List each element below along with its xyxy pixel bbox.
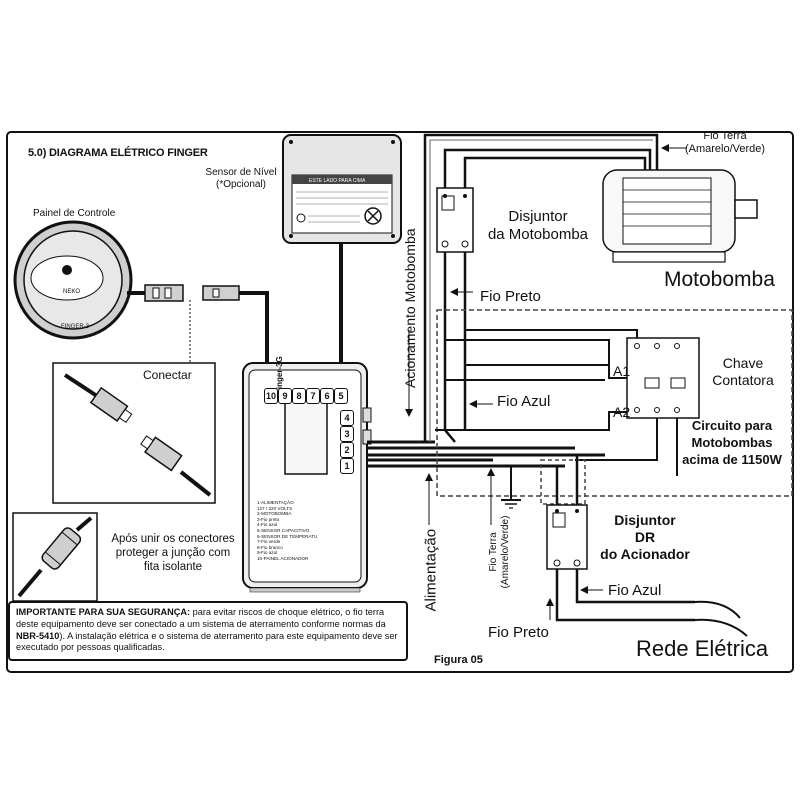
controller-key-5: 5 xyxy=(334,388,348,404)
contactor-circuit-dashed xyxy=(436,309,793,497)
label-motor: Motobomba xyxy=(664,268,775,291)
page-border xyxy=(6,131,794,673)
controller-key-10: 10 xyxy=(264,388,278,404)
controller-key-8: 8 xyxy=(292,388,306,404)
label-ground-top: Fio Terra (Amarelo/Verde) xyxy=(680,130,770,156)
label-dr-breaker: Disjuntor DR do Acionador xyxy=(590,512,700,563)
label-after-join-1: Após unir os conectores xyxy=(111,533,235,545)
label-contactor: Chave Contatora xyxy=(703,355,783,389)
label-after-join-2: proteger a junção com xyxy=(115,547,231,559)
level-sensor-box: ESTE LADO PARA CIMA xyxy=(282,134,402,244)
label-ground-bottom-2: (Amarelo/Verde) xyxy=(500,515,511,589)
controller-info-line: 8-Fio branco xyxy=(257,544,283,550)
controller-device xyxy=(242,362,372,593)
label-contactor-2: Contatora xyxy=(712,372,774,388)
label-after-join: Após unir os conectores proteger a junçã… xyxy=(98,532,248,574)
label-ground-bottom-1: Fio Terra xyxy=(488,532,499,572)
label-pump-breaker: Disjuntor da Motobomba xyxy=(478,208,598,244)
warning-title: IMPORTANTE PARA SUA SEGURANÇA: xyxy=(16,607,191,617)
controller-info-line: 4-Fio azul xyxy=(257,522,278,528)
label-dr-breaker-1: Disjuntor xyxy=(614,512,676,528)
label-circuit: Circuito para Motobombas acima de 1150W xyxy=(672,417,792,468)
label-pump-breaker-1: Disjuntor xyxy=(508,208,568,225)
label-a1: A1 xyxy=(613,363,631,379)
warning-text-1: para evitar riscos de choque elétrico, o… xyxy=(16,607,386,629)
label-connect: Conectar xyxy=(143,368,192,382)
label-ground-top-2: (Amarelo/Verde) xyxy=(684,143,766,155)
controller-info-line: 6-SENSOR DE TEMPERATURA xyxy=(257,533,317,539)
label-dr-breaker-2: DR xyxy=(634,529,656,545)
pump-wires xyxy=(423,133,659,443)
label-ground-bottom: Fio Terra (Amarelo/Verde) xyxy=(488,497,512,607)
controller-info-line: 5-SENSOR CAPACITIVO xyxy=(257,527,310,533)
controller-key-2: 2 xyxy=(340,442,354,458)
label-black-wire-top: Fio Preto xyxy=(480,288,541,305)
controller-info-line: 2-MOTOBOMBA xyxy=(257,511,292,517)
label-ground-top-1: Fio Terra xyxy=(703,130,747,142)
label-blue-wire-bottom: Fio Azul xyxy=(608,582,662,599)
label-pump-activation: Acionamento Motobomba xyxy=(402,228,418,388)
label-control-panel: Painel de Controle xyxy=(33,208,116,219)
isolation-detail-box xyxy=(12,512,98,602)
controller-key-4: 4 xyxy=(340,410,354,426)
label-black-wire-bottom: Fio Preto xyxy=(488,624,549,641)
panel-logo: NEKO xyxy=(63,289,80,295)
label-level-sensor-1: Sensor de Nível xyxy=(205,167,277,178)
controller-key-1: 1 xyxy=(340,458,354,474)
contactor-wires xyxy=(435,329,678,476)
figure-label: Figura 05 xyxy=(434,654,483,666)
controller-info-line: 1-ALIMENTAÇÃO xyxy=(257,500,294,505)
breaker-dr-dashed xyxy=(540,459,586,505)
panel-connector-female xyxy=(144,284,184,302)
dr-breaker xyxy=(546,504,588,570)
diagram-title: 5.0) DIAGRAMA ELÉTRICO FINGER xyxy=(28,147,208,159)
label-power-supply: Alimentação xyxy=(422,528,440,612)
pump-breaker xyxy=(436,187,474,253)
label-level-sensor-2: (*Opcional) xyxy=(215,179,267,190)
warning-text-2: ). A instalação elétrica e o sistema de … xyxy=(16,630,398,653)
label-circuit-1: Circuito para xyxy=(691,418,773,433)
label-a2: A2 xyxy=(613,404,631,420)
controller-info-line: 9-Fio azul xyxy=(257,550,278,556)
label-blue-wire-mid: Fio Azul xyxy=(497,393,551,410)
panel-model: FINGER-3 xyxy=(61,324,90,330)
controller-info-line: 127 / 220 VOLTS xyxy=(257,505,293,511)
panel-connector-male xyxy=(202,285,240,301)
sensor-box-header: ESTE LADO PARA CIMA xyxy=(309,178,366,184)
controller-output-wires xyxy=(367,440,605,468)
controller-key-9: 9 xyxy=(278,388,292,404)
safety-warning: IMPORTANTE PARA SUA SEGURANÇA: para evit… xyxy=(8,601,408,661)
label-circuit-3: acima de 1150W xyxy=(682,452,782,467)
motor-pump xyxy=(602,169,758,263)
controller-info-line: 3-Fio preto xyxy=(257,516,280,522)
connect-detail-box xyxy=(52,362,216,504)
label-dr-breaker-3: do Acionador xyxy=(600,546,690,562)
label-level-sensor: Sensor de Nível (*Opcional) xyxy=(200,167,282,191)
contactor xyxy=(626,337,700,419)
supply-wires xyxy=(501,455,748,637)
control-panel-device: NEKO FINGER-3 xyxy=(13,220,133,340)
diagram-frame: NEKO FINGER-3 xyxy=(5,130,795,675)
label-circuit-2: Motobombas xyxy=(691,435,773,450)
controller-key-3: 3 xyxy=(340,426,354,442)
label-after-join-3: fita isolante xyxy=(143,561,203,573)
controller-key-6: 6 xyxy=(320,388,334,404)
label-pump-breaker-2: da Motobomba xyxy=(487,226,589,243)
controller-info-line: 10-PAINEL ACIONADOR xyxy=(257,555,309,561)
warning-norm: NBR-5410 xyxy=(16,630,60,641)
label-contactor-1: Chave xyxy=(722,355,764,371)
label-grid: Rede Elétrica xyxy=(636,636,769,661)
controller-info-line: 7-Fio verde xyxy=(257,539,281,545)
controller-key-7: 7 xyxy=(306,388,320,404)
